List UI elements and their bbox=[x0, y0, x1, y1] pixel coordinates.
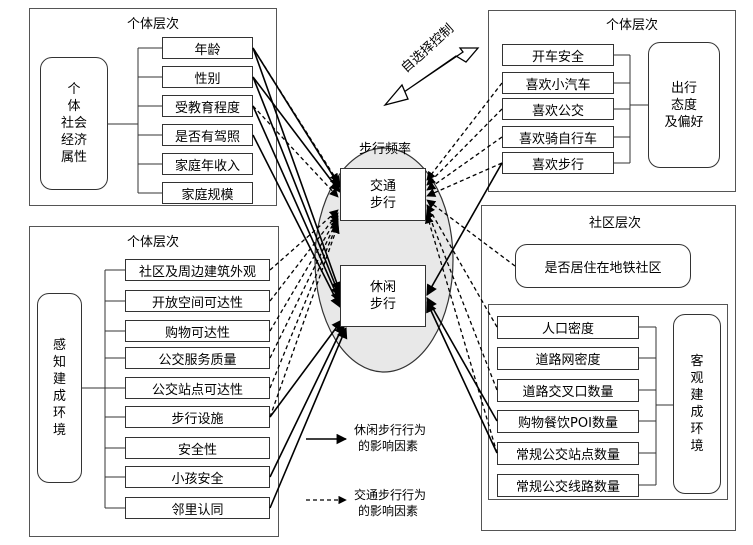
leisure-walking-box: 休闲 步行 bbox=[340, 265, 426, 327]
attitude-like-cycling: 喜欢骑自行车 bbox=[502, 126, 614, 148]
category-box-objective: 客 观 建 成 环 境 bbox=[673, 314, 721, 494]
category-line: 环 bbox=[690, 422, 704, 437]
factor-safety: 安全性 bbox=[125, 437, 270, 459]
attitude-like-walking: 喜欢步行 bbox=[502, 152, 614, 174]
category-box-socioeconomic: 个 体 社会 经济 属性 bbox=[40, 57, 108, 190]
panel-title: 个体层次 bbox=[126, 17, 179, 32]
leisure-walking-line: 休闲 bbox=[369, 280, 396, 295]
factor-education: 受教育程度 bbox=[162, 95, 253, 117]
objective-environment-frame bbox=[488, 304, 728, 500]
self-selection-arrow bbox=[383, 47, 480, 107]
category-line: 个 bbox=[67, 82, 81, 97]
category-line: 及偏好 bbox=[664, 114, 704, 130]
factor-child-safety: 小孩安全 bbox=[125, 466, 270, 488]
attitude-like-car: 喜欢小汽车 bbox=[502, 72, 614, 94]
category-line: 出行 bbox=[670, 80, 697, 96]
category-box-perceived: 感 知 建 成 环 境 bbox=[37, 293, 82, 483]
legend-solid-line-1: 休闲步行行为 bbox=[354, 423, 427, 437]
category-line: 社会 bbox=[60, 116, 87, 131]
factor-shopping-access: 购物可达性 bbox=[125, 320, 270, 342]
category-line: 属性 bbox=[60, 150, 87, 165]
env-bus-stop-count: 常规公交站点数量 bbox=[497, 442, 639, 465]
env-population-density: 人口密度 bbox=[497, 316, 639, 339]
category-line: 知 bbox=[52, 355, 66, 370]
factor-transit-stop-access: 公交站点可达性 bbox=[125, 377, 270, 399]
transport-walking-box: 交通 步行 bbox=[340, 168, 426, 221]
leisure-walking-line: 步行 bbox=[369, 297, 396, 312]
category-line: 环 bbox=[52, 406, 66, 421]
factor-household-size: 家庭规模 bbox=[162, 182, 253, 204]
category-line: 观 bbox=[690, 371, 704, 386]
category-line: 建 bbox=[690, 388, 704, 403]
category-line: 成 bbox=[52, 389, 66, 404]
bracket-objective bbox=[639, 326, 673, 486]
category-line: 建 bbox=[52, 372, 66, 387]
transport-walking-line: 交通 bbox=[369, 178, 396, 194]
category-line: 体 bbox=[67, 99, 81, 114]
factor-neighborhood-identity: 邻里认同 bbox=[125, 497, 270, 519]
factor-open-space-access: 开放空间可达性 bbox=[125, 290, 270, 312]
factor-walking-facilities: 步行设施 bbox=[125, 406, 270, 428]
panel-title: 个体层次 bbox=[605, 18, 658, 33]
bracket-perceived bbox=[82, 269, 125, 509]
panel-title: 社区层次 bbox=[588, 216, 641, 231]
factor-driver-license: 是否有驾照 bbox=[162, 124, 253, 146]
transport-walking-arrows bbox=[252, 47, 516, 454]
metro-community-box: 是否居住在地铁社区 bbox=[515, 244, 691, 288]
factor-gender: 性别 bbox=[162, 66, 253, 88]
bracket-attitudes bbox=[614, 54, 648, 164]
legend-dashed-line-2: 的影响因素 bbox=[358, 504, 419, 518]
category-line: 境 bbox=[690, 439, 704, 454]
category-line: 态度 bbox=[670, 97, 697, 113]
walking-frequency-title: 步行频率 bbox=[358, 142, 411, 157]
category-line: 成 bbox=[690, 405, 704, 420]
panel-title: 个体层次 bbox=[126, 235, 179, 250]
factor-household-income: 家庭年收入 bbox=[162, 153, 253, 175]
category-line: 感 bbox=[52, 338, 66, 353]
factor-building-appearance: 社区及周边建筑外观 bbox=[125, 259, 270, 281]
attitude-driving-safety: 开车安全 bbox=[502, 44, 614, 66]
category-line: 客 bbox=[690, 354, 704, 369]
legend-solid-label: 休闲步行行为 的影响因素 bbox=[354, 422, 426, 454]
factor-age: 年龄 bbox=[162, 37, 253, 59]
legend-dashed-label: 交通步行行为 的影响因素 bbox=[354, 487, 426, 519]
factor-transit-service-quality: 公交服务质量 bbox=[125, 347, 270, 369]
env-intersection-count: 道路交叉口数量 bbox=[497, 379, 639, 402]
bracket-socioeconomic bbox=[108, 47, 162, 194]
env-road-density: 道路网密度 bbox=[497, 347, 639, 370]
category-box-attitudes: 出行 态度 及偏好 bbox=[648, 42, 720, 168]
attitude-like-transit: 喜欢公交 bbox=[502, 98, 614, 120]
env-bus-line-count: 常规公交线路数量 bbox=[497, 474, 639, 497]
category-line: 经济 bbox=[60, 133, 87, 148]
env-shopping-dining-poi: 购物餐饮POI数量 bbox=[497, 410, 639, 433]
transport-walking-line: 步行 bbox=[369, 195, 396, 211]
legend-solid-line-2: 的影响因素 bbox=[358, 439, 419, 453]
category-line: 境 bbox=[52, 423, 66, 438]
legend-dashed-line-1: 交通步行行为 bbox=[354, 488, 427, 502]
